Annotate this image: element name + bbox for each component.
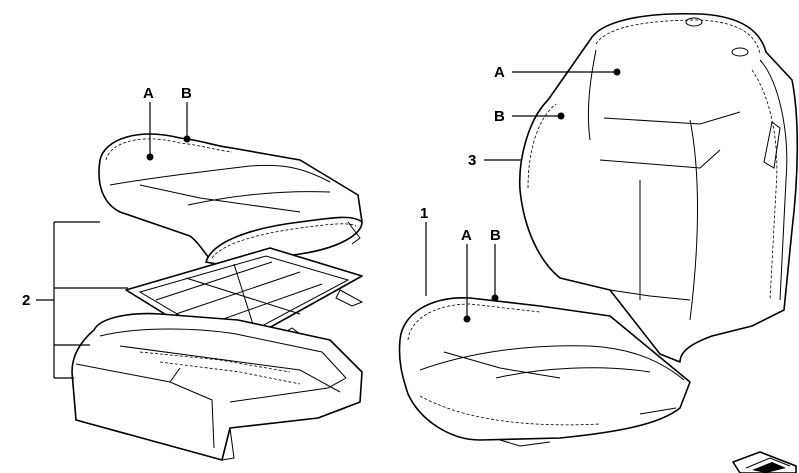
label-right-B-low: B	[490, 227, 501, 244]
label-right-A-top: A	[494, 64, 505, 81]
right-leaders	[425, 68, 621, 323]
label-right-3: 3	[468, 152, 476, 169]
label-left-A: A	[143, 85, 154, 102]
callout-dot-left-B	[183, 135, 191, 143]
callout-dot-right-A-top	[613, 68, 621, 76]
callout-dot-right-A-low	[463, 315, 471, 323]
label-right-1: 1	[420, 205, 428, 222]
left-cushion-cover	[98, 133, 363, 265]
right-backrest	[518, 12, 799, 363]
label-left-B: B	[181, 85, 192, 102]
right-seat-cushion	[398, 297, 691, 447]
callout-dot-right-B-top	[557, 112, 565, 120]
left-leaders	[36, 102, 191, 379]
left-seat-frame	[71, 312, 363, 461]
label-right-A-low: A	[461, 227, 472, 244]
callout-dot-left-A	[146, 153, 154, 161]
wedge-logo-icon	[732, 451, 797, 473]
label-left-2: 2	[22, 292, 30, 309]
callout-dot-right-B-low	[491, 294, 499, 302]
label-right-B-top: B	[494, 108, 505, 125]
